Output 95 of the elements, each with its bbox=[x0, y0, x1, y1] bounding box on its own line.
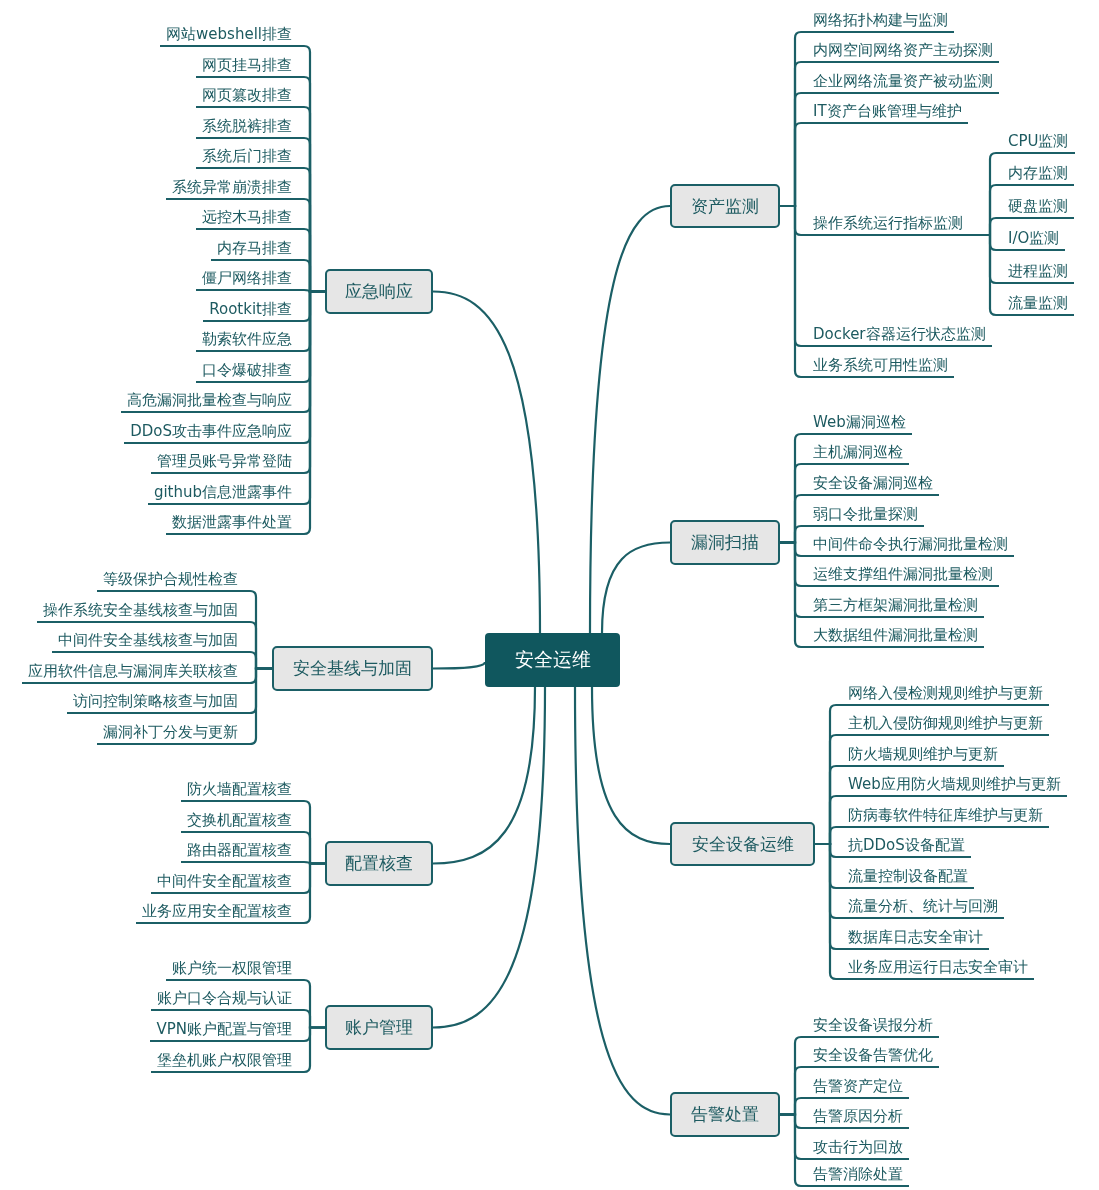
connector-line bbox=[433, 661, 486, 670]
subtopic-label: 网页挂马排查 bbox=[196, 54, 304, 78]
subtopic-label: 操作系统安全基线核查与加固 bbox=[37, 599, 250, 623]
subtopic-label: 安全设备漏洞巡检 bbox=[801, 472, 939, 496]
connector-line bbox=[588, 204, 671, 633]
subtopic-label: 远控木马排查 bbox=[196, 206, 304, 230]
subtopic-label: 操作系统运行指标监测 bbox=[801, 212, 990, 236]
subtopic-label: 高危漏洞批量检查与响应 bbox=[121, 389, 304, 413]
connector-line bbox=[249, 667, 272, 746]
topic-box: 漏洞扫描 bbox=[670, 520, 780, 565]
subtopic-label: 路由器配置核查 bbox=[181, 839, 304, 863]
topic-box: 安全基线与加固 bbox=[272, 646, 433, 691]
subtopic-label: Docker容器运行状态监测 bbox=[801, 323, 992, 347]
subtopic-label: 进程监测 bbox=[996, 260, 1074, 284]
subtopic-label: 攻击行为回放 bbox=[801, 1136, 909, 1160]
subtopic-label: 业务系统可用性监测 bbox=[801, 354, 954, 378]
subtopic-label: 弱口令批量探测 bbox=[801, 503, 924, 527]
subtopic-label: 管理员账号异常登陆 bbox=[151, 450, 304, 474]
subtopic-label: 防火墙配置核查 bbox=[181, 778, 304, 802]
subtopic-label: VPN账户配置与管理 bbox=[150, 1018, 304, 1042]
subtopic-label: Web应用防火墙规则维护与更新 bbox=[836, 773, 1067, 797]
subtopic-label: 数据泄露事件处置 bbox=[166, 511, 304, 535]
subtopic-label: 流量分析、统计与回溯 bbox=[836, 895, 1004, 919]
subtopic-label: 业务应用运行日志安全审计 bbox=[836, 956, 1034, 980]
connector-line bbox=[600, 541, 671, 634]
subtopic-label: 主机入侵防御规则维护与更新 bbox=[836, 712, 1049, 736]
subtopic-label: Web漏洞巡检 bbox=[801, 411, 912, 435]
subtopic-label: 漏洞补丁分发与更新 bbox=[97, 721, 250, 745]
topic-box: 资产监测 bbox=[670, 184, 780, 228]
subtopic-label: 企业网络流量资产被动监测 bbox=[801, 70, 999, 94]
subtopic-label: 网络入侵检测规则维护与更新 bbox=[836, 682, 1049, 706]
connector-line bbox=[590, 686, 671, 846]
subtopic-label: 大数据组件漏洞批量检测 bbox=[801, 624, 984, 648]
connector-line bbox=[303, 1026, 325, 1074]
subtopic-label: 流量监测 bbox=[996, 292, 1074, 316]
subtopic-label: 网站webshell排查 bbox=[160, 23, 304, 47]
subtopic-label: 安全设备误报分析 bbox=[801, 1014, 939, 1038]
connector-line bbox=[780, 1113, 802, 1188]
subtopic-label: I/O监测 bbox=[996, 227, 1066, 251]
connector-line bbox=[780, 204, 802, 379]
connector-line bbox=[815, 842, 837, 981]
topic-box: 配置核查 bbox=[325, 841, 433, 886]
connector-line bbox=[780, 541, 802, 649]
subtopic-label: 安全设备告警优化 bbox=[801, 1044, 939, 1068]
subtopic-label: 流量控制设备配置 bbox=[836, 865, 974, 889]
connector-line bbox=[432, 290, 542, 633]
subtopic-label: 告警原因分析 bbox=[801, 1105, 909, 1129]
subtopic-label: 防火墙规则维护与更新 bbox=[836, 743, 1004, 767]
subtopic-label: 等级保护合规性检查 bbox=[97, 568, 250, 592]
subtopic-label: 堡垒机账户权限管理 bbox=[151, 1049, 304, 1073]
central-topic-box: 安全运维 bbox=[485, 633, 620, 687]
connector-line bbox=[988, 216, 997, 237]
subtopic-label: IT资产台账管理与维护 bbox=[801, 100, 968, 124]
topic-box: 安全设备运维 bbox=[670, 822, 815, 866]
subtopic-label: 网络拓扑构建与监测 bbox=[801, 9, 954, 33]
subtopic-label: 僵尸网络排查 bbox=[196, 267, 304, 291]
subtopic-label: 内网空间网络资产主动探测 bbox=[801, 39, 999, 63]
subtopic-label: DDoS攻击事件应急响应 bbox=[124, 420, 304, 444]
subtopic-label: 系统异常崩溃排查 bbox=[166, 176, 304, 200]
subtopic-label: CPU监测 bbox=[996, 130, 1075, 154]
subtopic-label: 主机漏洞巡检 bbox=[801, 441, 909, 465]
subtopic-label: 抗DDoS设备配置 bbox=[836, 834, 971, 858]
subtopic-label: github信息泄露事件 bbox=[147, 481, 304, 505]
connector-line bbox=[432, 687, 547, 1029]
subtopic-label: 告警资产定位 bbox=[801, 1075, 909, 1099]
subtopic-label: 内存监测 bbox=[996, 162, 1074, 186]
subtopic-label: 告警消除处置 bbox=[801, 1163, 909, 1187]
subtopic-label: 数据库日志安全审计 bbox=[836, 926, 989, 950]
connector-line bbox=[303, 862, 325, 925]
subtopic-label: 访问控制策略核查与加固 bbox=[67, 690, 250, 714]
subtopic-label: 系统后门排查 bbox=[196, 145, 304, 169]
subtopic-label: 系统脱裤排查 bbox=[196, 115, 304, 139]
subtopic-label: 交换机配置核查 bbox=[181, 809, 304, 833]
subtopic-label: 第三方框架漏洞批量检测 bbox=[801, 594, 984, 618]
subtopic-label: 业务应用安全配置核查 bbox=[136, 900, 304, 924]
subtopic-label: 中间件安全基线核查与加固 bbox=[52, 629, 250, 653]
topic-box: 账户管理 bbox=[325, 1005, 433, 1050]
connector-line bbox=[573, 687, 671, 1116]
subtopic-label: 账户口令合规与认证 bbox=[151, 987, 304, 1011]
subtopic-label: 中间件安全配置核查 bbox=[151, 870, 304, 894]
subtopic-label: 网页篡改排查 bbox=[196, 84, 304, 108]
subtopic-label: 硬盘监测 bbox=[996, 195, 1074, 219]
subtopic-label: 中间件命令执行漏洞批量检测 bbox=[801, 533, 1014, 557]
connector-line bbox=[988, 233, 997, 317]
connector-line bbox=[432, 686, 537, 865]
subtopic-label: 口令爆破排查 bbox=[196, 359, 304, 383]
topic-box: 告警处置 bbox=[670, 1092, 780, 1137]
subtopic-label: 账户统一权限管理 bbox=[166, 957, 304, 981]
subtopic-label: 勒索软件应急 bbox=[196, 328, 304, 352]
subtopic-label: 内存马排查 bbox=[211, 237, 304, 261]
subtopic-label: 运维支撑组件漏洞批量检测 bbox=[801, 563, 999, 587]
subtopic-label: Rootkit排查 bbox=[203, 298, 304, 322]
topic-box: 应急响应 bbox=[325, 269, 433, 314]
subtopic-label: 应用软件信息与漏洞库关联核查 bbox=[22, 660, 250, 684]
subtopic-label: 防病毒软件特征库维护与更新 bbox=[836, 804, 1049, 828]
